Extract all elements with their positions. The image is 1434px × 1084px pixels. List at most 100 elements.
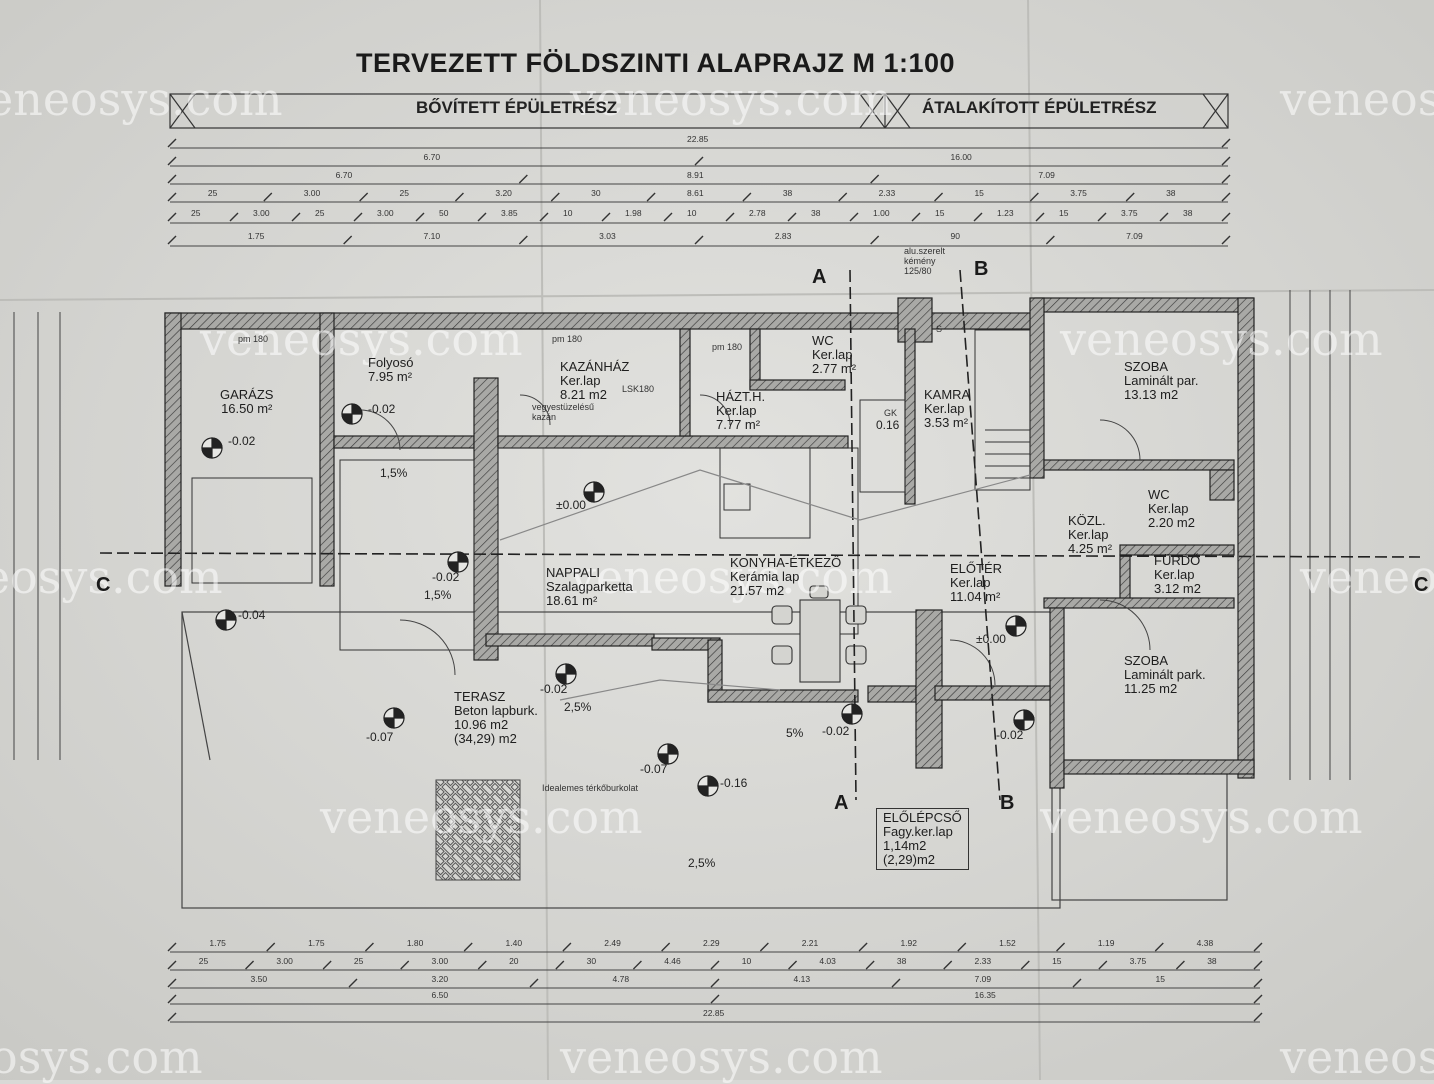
dimension-tick	[1253, 942, 1263, 952]
dimension-label: 1.75	[308, 938, 325, 948]
dimension-tick	[1029, 192, 1039, 202]
dimension-tick	[167, 994, 177, 1004]
level-label: -0.02	[996, 728, 1024, 742]
dimension-label: 1.00	[873, 208, 890, 218]
dimension-label: 6.50	[431, 990, 449, 1000]
slope-label: 5%	[786, 726, 804, 740]
dimension-tick	[957, 942, 967, 952]
level-marker-icon	[1005, 615, 1027, 637]
dimension-tick	[858, 942, 868, 952]
level-marker-icon	[657, 743, 679, 765]
dimension-tick	[167, 192, 177, 202]
section-header-frame	[169, 93, 1229, 129]
dimension-label: 25	[207, 188, 218, 198]
dimension-label: 3.03	[599, 231, 616, 241]
dimension-label: 25	[315, 208, 325, 218]
dimension-label: 38	[782, 188, 793, 198]
pm-note: pm 180	[238, 334, 269, 344]
dimension-tick	[1125, 192, 1135, 202]
dimension-label: 1.92	[900, 938, 917, 948]
level-marker-icon	[447, 551, 469, 573]
dimension-tick	[1175, 960, 1185, 970]
dimension-tick	[167, 156, 177, 166]
dimension-label: 15	[974, 188, 984, 198]
slope-label: 2,5%	[688, 856, 716, 870]
dimension-label: 4.03	[819, 956, 836, 966]
dimension-label: 3.50	[250, 974, 268, 984]
dimension-tick	[359, 192, 369, 202]
watermark: veneosys.com	[1300, 550, 1434, 604]
dimension-label: 20	[509, 956, 519, 966]
level-label: -0.07	[366, 730, 394, 744]
dimension-label: 25	[198, 956, 209, 966]
dimension-label: 1.80	[406, 938, 424, 948]
stairs	[985, 429, 1030, 479]
dimension-label: 25	[191, 208, 201, 218]
dimension-tick	[710, 978, 720, 988]
lsk-note: LSK180	[622, 384, 655, 394]
dimension-tick	[167, 978, 177, 988]
dimension-tick	[562, 942, 572, 952]
dimension-tick	[725, 212, 735, 222]
dimension-tick	[1045, 235, 1055, 245]
dimension-label: 3.75	[1121, 208, 1138, 218]
level-marker-icon	[215, 609, 237, 631]
dimension-label: 4.78	[612, 974, 630, 984]
dimension-tick	[167, 174, 177, 184]
dimension-tick	[1253, 994, 1263, 1004]
dimension-tick	[167, 138, 177, 148]
level-label: -0.02	[822, 724, 850, 738]
level-marker-icon	[697, 775, 719, 797]
dimension-label: 15	[935, 208, 945, 218]
section-mark-a-bottom: A	[834, 792, 849, 814]
level-label: ±0.00	[556, 498, 586, 512]
dimension-label: 7.10	[423, 231, 441, 241]
watermark: veneosys.com	[1280, 72, 1434, 126]
dimension-tick	[1097, 212, 1107, 222]
section-mark-c-right: C	[1414, 574, 1429, 596]
slope-label: 2,5%	[564, 700, 592, 714]
paver-area	[435, 779, 521, 881]
dimension-label: 22.85	[687, 134, 709, 144]
dimension-tick	[1253, 960, 1263, 970]
dimension-label: 1.52	[999, 938, 1016, 948]
level-marker-icon	[341, 403, 363, 425]
dimension-tick	[245, 960, 255, 970]
section-mark-b-top: B	[974, 258, 989, 280]
dimension-label: 38	[896, 956, 907, 966]
dimension-tick	[870, 235, 880, 245]
level-marker-icon	[555, 663, 577, 685]
side-dimension-lines	[13, 290, 1351, 780]
dimension-label: 7.09	[974, 974, 992, 984]
roof-outline	[499, 469, 1031, 701]
section-lines	[99, 269, 1421, 801]
dimension-tick	[934, 192, 944, 202]
dimension-label: 90	[950, 231, 960, 241]
dimension-tick	[1221, 156, 1231, 166]
dimension-tick	[518, 174, 528, 184]
dimension-tick	[343, 235, 353, 245]
door-swings	[359, 394, 1151, 686]
dimension-label: 15	[1155, 974, 1165, 984]
boiler-note: vegyestüzelésű kazán	[532, 402, 595, 422]
dimension-label: 2.33	[974, 956, 992, 966]
dimension-label: 25	[399, 188, 409, 198]
dimension-tick	[529, 978, 539, 988]
dimension-tick	[1221, 192, 1231, 202]
dining-table	[771, 585, 867, 683]
dimension-tick	[477, 960, 487, 970]
dimension-tick	[1221, 235, 1231, 245]
dimension-tick	[742, 192, 752, 202]
dimension-label: 50	[439, 208, 449, 218]
dimension-tick	[322, 960, 332, 970]
dimension-tick	[463, 942, 473, 952]
dimension-tick	[353, 212, 363, 222]
